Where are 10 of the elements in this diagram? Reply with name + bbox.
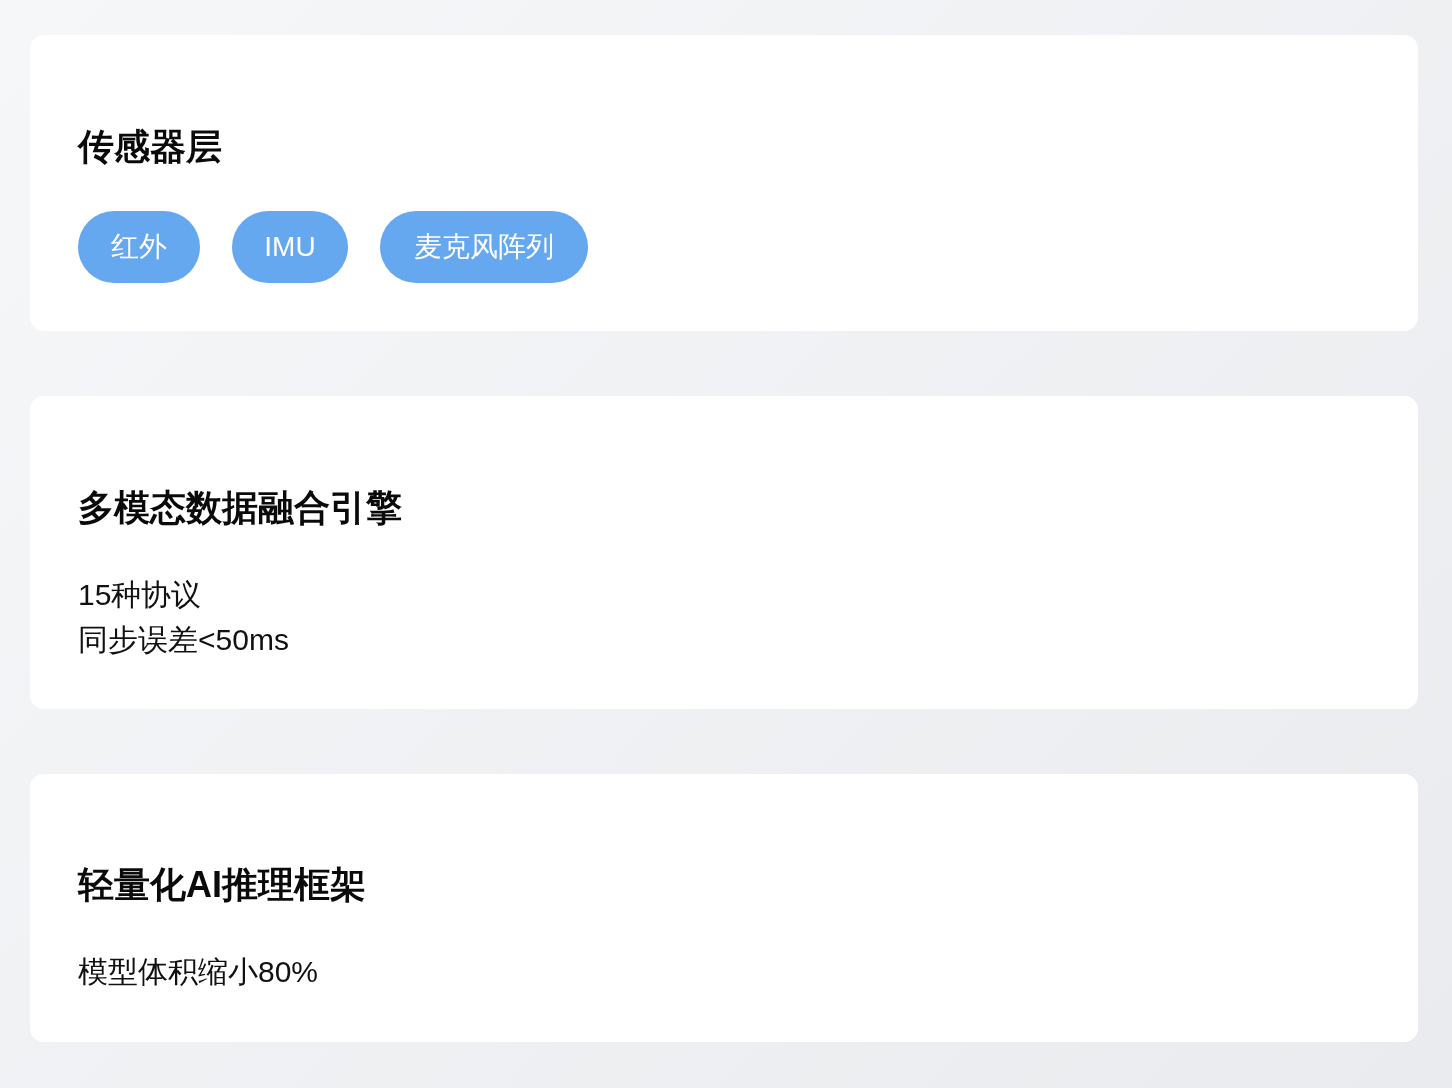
layer-title: 轻量化AI推理框架 xyxy=(78,863,366,907)
layer-detail: 同步误差<50ms xyxy=(78,622,289,658)
sensor-tag: IMU xyxy=(232,211,348,283)
sensor-tag: 红外 xyxy=(78,211,200,283)
layer-detail: 模型体积缩小80% xyxy=(78,954,319,990)
layer-title: 多模态数据融合引擎 xyxy=(78,486,402,530)
sensor-tag: 麦克风阵列 xyxy=(380,211,588,283)
layer-title: 传感器层 xyxy=(78,125,222,169)
layer-card xyxy=(30,35,1418,331)
layer-detail: 15种协议 xyxy=(78,577,202,613)
